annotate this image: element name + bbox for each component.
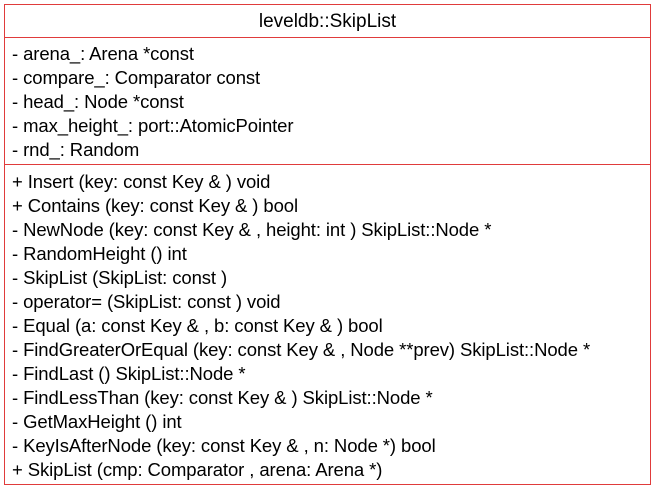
operation-equal: - Equal (a: const Key & , b: const Key &…	[12, 315, 383, 336]
operation-skiplist-copy: - SkipList (SkipList: const )	[12, 267, 228, 288]
operation-assign: - operator= (SkipList: const ) void	[12, 291, 281, 312]
operation-get-max-height: - GetMaxHeight () int	[12, 411, 182, 432]
operation-insert: + Insert (key: const Key & ) void	[12, 171, 271, 192]
operation-skiplist-constructor: + SkipList (cmp: Comparator , arena: Are…	[12, 459, 383, 480]
attribute-arena: - arena_: Arena *const	[12, 43, 194, 64]
operations-compartment: + Insert (key: const Key & ) void + Cont…	[5, 165, 650, 485]
operation-random-height: - RandomHeight () int	[12, 243, 187, 264]
operation-find-last: - FindLast () SkipList::Node *	[12, 363, 246, 384]
operation-key-is-after-node: - KeyIsAfterNode (key: const Key & , n: …	[12, 435, 436, 456]
operation-find-greater-or-equal: - FindGreaterOrEqual (key: const Key & ,…	[12, 339, 591, 360]
attribute-max-height: - max_height_: port::AtomicPointer	[12, 115, 294, 136]
attribute-head: - head_: Node *const	[12, 91, 184, 112]
attribute-rnd: - rnd_: Random	[12, 139, 140, 160]
operation-new-node: - NewNode (key: const Key & , height: in…	[12, 219, 492, 240]
attributes-compartment: - arena_: Arena *const - compare_: Compa…	[5, 38, 650, 165]
operation-find-less-than: - FindLessThan (key: const Key & ) SkipL…	[12, 387, 433, 408]
uml-class-box: leveldb::SkipList - arena_: Arena *const…	[4, 4, 651, 485]
operation-contains: + Contains (key: const Key & ) bool	[12, 195, 298, 216]
attribute-compare: - compare_: Comparator const	[12, 67, 261, 88]
class-name: leveldb::SkipList	[5, 5, 650, 38]
